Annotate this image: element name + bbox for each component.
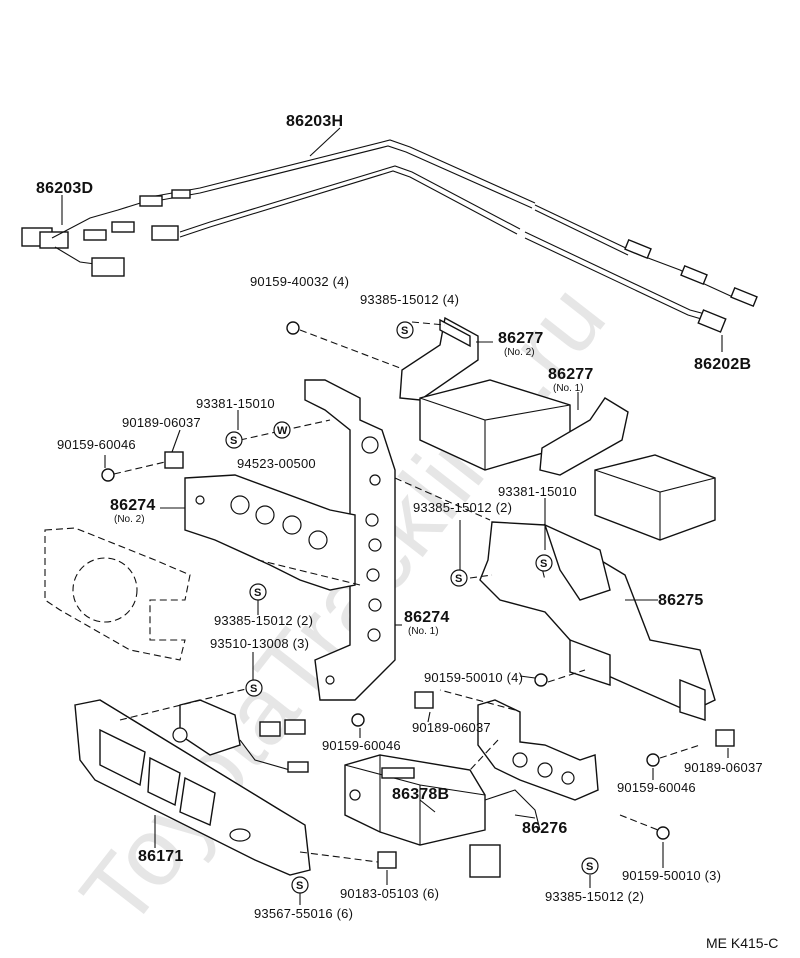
- label-90159-60046-c: 90159-60046: [617, 780, 696, 795]
- symbol-s-2: S: [225, 431, 243, 449]
- symbol-s-6: S: [245, 679, 263, 697]
- symbol-s-3: S: [535, 554, 553, 572]
- svg-text:S: S: [254, 587, 261, 599]
- label-86171: 86171: [138, 848, 184, 865]
- diagram-code: ME K415-C: [706, 935, 779, 951]
- svg-text:S: S: [230, 435, 237, 447]
- label-86202b: 86202B: [694, 356, 752, 373]
- antenna-cord-86203d: [21, 189, 191, 277]
- radio-unit-86378b: [344, 754, 541, 878]
- label-90159-60046-b: 90159-60046: [322, 738, 401, 753]
- label-86275: 86275: [658, 592, 704, 609]
- symbol-s-5: S: [249, 583, 267, 601]
- label-93385-15012-4: 93385-15012 (4): [360, 292, 460, 307]
- bracket-86274-no2: [184, 474, 356, 591]
- label-93385-15012-2c: 93385-15012 (2): [545, 889, 645, 904]
- label-86274-no1-sub: (No. 1): [408, 626, 439, 637]
- label-94523-00500: 94523-00500: [237, 456, 316, 471]
- symbol-w: W: [273, 421, 291, 439]
- fasteners: [101, 321, 735, 869]
- bracket-86276: [477, 699, 599, 801]
- svg-text:S: S: [296, 880, 303, 892]
- svg-text:S: S: [250, 683, 257, 695]
- label-90189-06037-a: 90189-06037: [122, 415, 201, 430]
- label-86378b: 86378B: [392, 786, 450, 803]
- box-dashed-right: [594, 454, 716, 541]
- label-86277-no2: 86277: [498, 330, 544, 347]
- symbol-s-8: S: [291, 876, 309, 894]
- label-93385-15012-2a: 93385-15012 (2): [413, 500, 513, 515]
- label-86274-no2: 86274: [110, 497, 156, 514]
- label-90189-06037-c: 90189-06037: [684, 760, 763, 775]
- label-93510-13008: 93510-13008 (3): [210, 636, 310, 651]
- label-90183-05103: 90183-05103 (6): [340, 886, 440, 901]
- label-86277-no1: 86277: [548, 366, 594, 383]
- label-90159-40032: 90159-40032 (4): [250, 274, 350, 289]
- label-86277-no2-sub: (No. 2): [504, 347, 535, 358]
- label-86203h: 86203H: [286, 113, 344, 130]
- control-unit: [172, 699, 309, 773]
- label-90159-60046-a: 90159-60046: [57, 437, 136, 452]
- svg-text:S: S: [540, 558, 547, 570]
- leader-lines: [104, 341, 729, 905]
- speaker-panel: [44, 527, 191, 661]
- label-86203d: 86203D: [36, 180, 94, 197]
- label-86277-no1-sub: (No. 1): [553, 383, 584, 394]
- label-86274-no2-sub: (No. 2): [114, 514, 145, 525]
- symbol-s-1: S: [396, 321, 414, 339]
- svg-text:S: S: [401, 325, 408, 337]
- label-90159-50010-4: 90159-50010 (4): [424, 670, 524, 685]
- symbol-s-4: S: [450, 569, 468, 587]
- bracket-86277-no2: [399, 316, 479, 401]
- label-90189-06037-b: 90189-06037: [412, 720, 491, 735]
- bracket-86277-no1: [539, 397, 629, 476]
- label-93381-15010-a: 93381-15010: [196, 396, 275, 411]
- label-86274-no1: 86274: [404, 609, 450, 626]
- bracket-86275: [479, 521, 716, 721]
- svg-text:S: S: [455, 573, 462, 585]
- svg-text:S: S: [586, 861, 593, 873]
- label-86276: 86276: [522, 820, 568, 837]
- front-panel-86171: [74, 699, 311, 876]
- label-93381-15010-b: 93381-15010: [498, 484, 577, 499]
- symbol-s-7: S: [581, 857, 599, 875]
- svg-text:W: W: [277, 425, 288, 437]
- label-93385-15012-2b: 93385-15012 (2): [214, 613, 314, 628]
- leader-86203h: [309, 127, 341, 157]
- label-90159-50010-3: 90159-50010 (3): [622, 868, 722, 883]
- label-93567-55016: 93567-55016 (6): [254, 906, 354, 921]
